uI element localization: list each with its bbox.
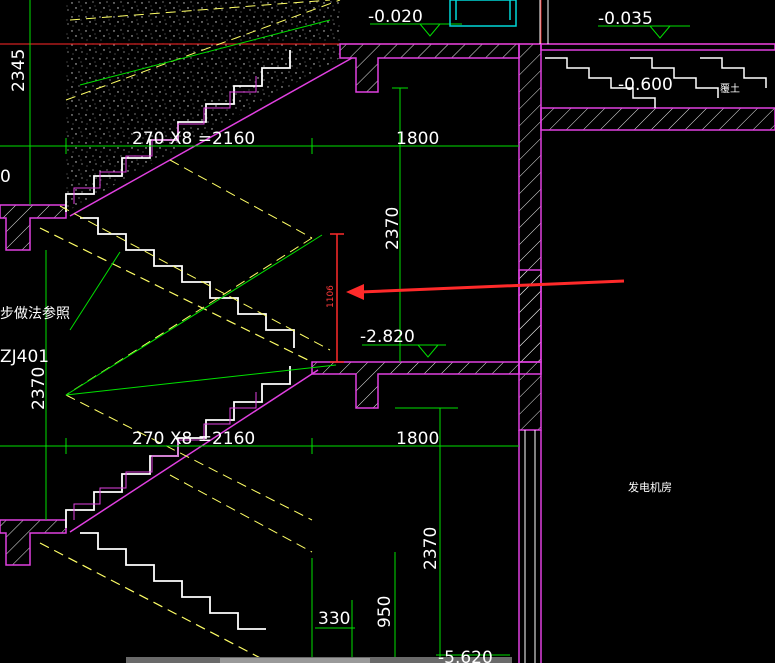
dim-stair-run-upper: 270 X8 =2160: [132, 129, 255, 149]
elevation-bottom: -5.620: [438, 648, 493, 663]
dim-left-height-mid: 2370: [29, 367, 49, 410]
upper-flight-stairs: [65, 50, 353, 217]
soil-fill-region: [66, 0, 340, 212]
room-label: 发电机房: [628, 480, 672, 494]
fill-note-label: 覆土: [720, 82, 740, 95]
green-leaders: [65, 19, 337, 396]
descending-flight-stairs: [39, 205, 331, 363]
elevation-landing: -2.820: [360, 327, 415, 347]
upper-landing-slab: [339, 43, 520, 93]
dim-left-height-top: 2345: [9, 49, 29, 92]
highlight-dimension: [330, 233, 344, 363]
elevation-markers: [362, 23, 690, 656]
canvas-scroll-thumb[interactable]: [220, 658, 370, 663]
red-arrow-annotation: [346, 279, 625, 300]
dim-flight-height-lower: 2370: [421, 527, 441, 570]
note-partial-text: 步做法参照: [0, 305, 70, 322]
dim-edge-zero: 0: [0, 167, 11, 187]
dim-highlight-value: 1106: [326, 285, 336, 308]
right-wall-lower: [518, 269, 542, 363]
elevation-right-slab: -0.600: [618, 75, 673, 95]
elevation-top-left: -0.020: [368, 7, 423, 27]
dim-landing-lower: 1800: [396, 429, 439, 449]
dim-step-width: 330: [318, 609, 350, 629]
dim-stair-run-lower: 270 X8 =2160: [132, 429, 255, 449]
window-frame: [449, 0, 517, 27]
lower-flight-stairs: [65, 366, 319, 533]
mid-landing-slab: [311, 361, 542, 409]
dim-step-height: 950: [375, 596, 395, 628]
dim-flight-height-upper: 2370: [383, 207, 403, 250]
column-tag: ZJ401: [0, 347, 49, 367]
elevation-top-right: -0.035: [598, 9, 653, 29]
bottom-flight-stairs: [39, 532, 271, 663]
dimension-lines: [0, 0, 519, 663]
dim-landing-upper: 1800: [396, 129, 439, 149]
